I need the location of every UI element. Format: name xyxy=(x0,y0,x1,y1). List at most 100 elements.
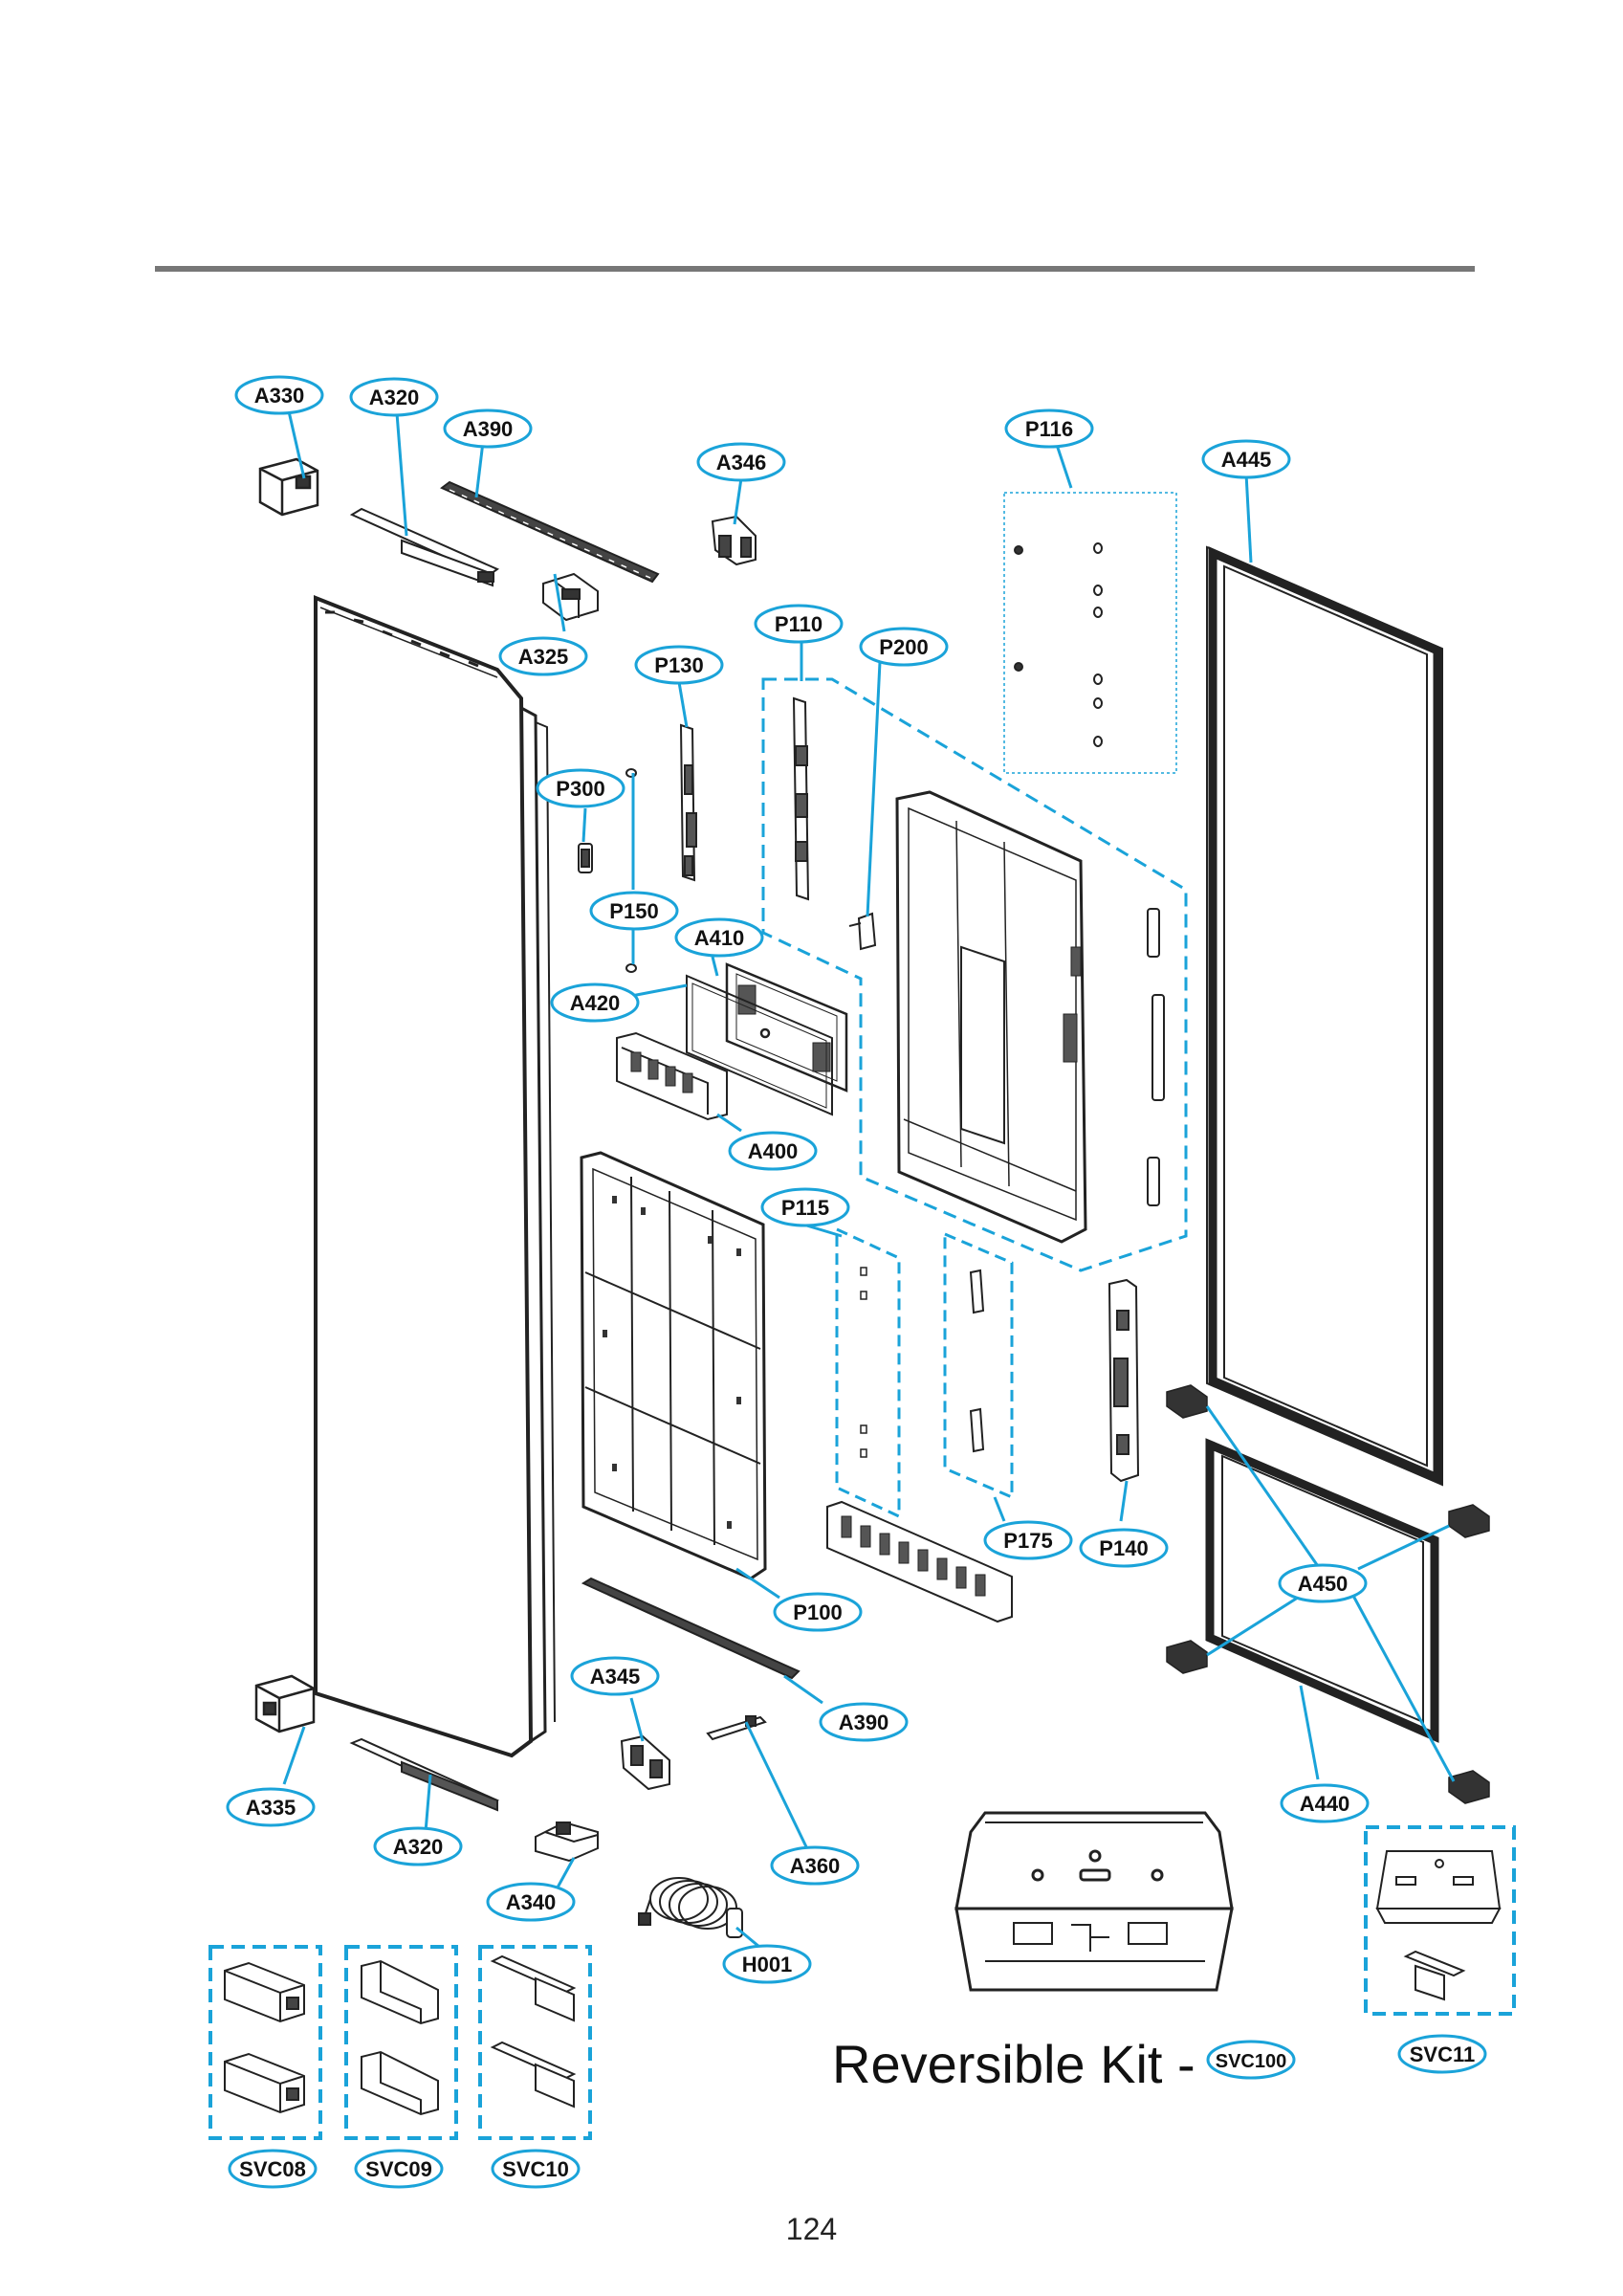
p150-part xyxy=(625,768,637,973)
callout-p150[interactable]: P150 xyxy=(589,891,679,931)
svg-text:H001: H001 xyxy=(742,1953,793,1976)
svc08-box xyxy=(208,1945,322,2140)
callout-p116[interactable]: P116 xyxy=(1004,408,1094,449)
callout-a320-bottom[interactable]: A320 xyxy=(373,1826,463,1866)
p300-part xyxy=(578,843,593,873)
leader-lines xyxy=(282,410,1456,1954)
svg-text:A340: A340 xyxy=(506,1890,557,1914)
callout-labels: A330 A320 A390 A346 P116 A445 P110 P200 xyxy=(226,375,1487,2189)
callout-a325[interactable]: A325 xyxy=(498,636,588,676)
a345-part xyxy=(620,1734,670,1791)
svg-text:A400: A400 xyxy=(748,1139,799,1163)
svg-text:SVC10: SVC10 xyxy=(502,2157,569,2181)
svg-text:SVC11: SVC11 xyxy=(1410,2042,1476,2066)
callout-svc100[interactable]: SVC100 xyxy=(1206,2040,1296,2080)
p116-screw-set xyxy=(1003,492,1177,774)
p140-part xyxy=(1108,1278,1140,1483)
a340-part xyxy=(535,1821,599,1863)
a400-part xyxy=(616,1031,728,1121)
svg-text:P115: P115 xyxy=(781,1196,829,1220)
callout-p130[interactable]: P130 xyxy=(634,645,724,685)
callout-p140[interactable]: P140 xyxy=(1079,1528,1169,1568)
callout-p110[interactable]: P110 xyxy=(754,604,844,644)
p130-part xyxy=(679,723,697,882)
svg-text:P175: P175 xyxy=(1003,1529,1052,1553)
callout-a445[interactable]: A445 xyxy=(1201,439,1291,479)
callout-a420[interactable]: A420 xyxy=(550,982,640,1023)
svg-text:SVC09: SVC09 xyxy=(365,2157,432,2181)
p110-side-brackets xyxy=(1147,908,1165,1206)
svg-text:A445: A445 xyxy=(1221,448,1272,472)
svg-text:P130: P130 xyxy=(654,653,703,677)
a335-part xyxy=(254,1674,316,1733)
callout-a345[interactable]: A345 xyxy=(570,1656,660,1696)
callout-a450[interactable]: A450 xyxy=(1278,1563,1368,1603)
p175-group xyxy=(943,1231,1014,1500)
a410-part xyxy=(725,962,848,1093)
callout-svc08[interactable]: SVC08 xyxy=(228,2149,318,2189)
svg-text:A320: A320 xyxy=(369,386,420,409)
svg-text:A390: A390 xyxy=(839,1711,889,1734)
door-panel xyxy=(314,595,556,1758)
svg-text:A390: A390 xyxy=(463,417,514,441)
svg-text:SVC08: SVC08 xyxy=(239,2157,306,2181)
svc11-box xyxy=(1364,1825,1516,2016)
svg-text:P300: P300 xyxy=(556,777,604,801)
callout-a320-top[interactable]: A320 xyxy=(349,377,439,417)
svg-text:A325: A325 xyxy=(518,645,569,669)
callout-a346[interactable]: A346 xyxy=(696,442,786,482)
callout-a440[interactable]: A440 xyxy=(1280,1783,1370,1823)
a360-part xyxy=(706,1715,767,1741)
svg-text:A345: A345 xyxy=(590,1665,641,1689)
svg-text:A410: A410 xyxy=(694,926,745,950)
svg-text:P110: P110 xyxy=(775,612,822,636)
p110-group xyxy=(761,677,1188,1272)
h001-part xyxy=(638,1877,743,1938)
a346-part xyxy=(711,515,757,566)
svg-text:P100: P100 xyxy=(793,1601,842,1624)
door-liner xyxy=(895,790,1087,1244)
page-number: 124 xyxy=(785,2212,838,2246)
a390-top-part xyxy=(440,480,660,584)
callout-a390-top[interactable]: A390 xyxy=(443,408,533,449)
svg-text:SVC100: SVC100 xyxy=(1216,2051,1287,2072)
callout-a330[interactable]: A330 xyxy=(234,375,324,415)
callout-svc10[interactable]: SVC10 xyxy=(491,2149,581,2189)
svg-text:A330: A330 xyxy=(254,384,305,408)
svg-text:A440: A440 xyxy=(1300,1792,1350,1816)
callout-a340[interactable]: A340 xyxy=(486,1882,576,1922)
callout-a400[interactable]: A400 xyxy=(728,1131,818,1171)
callout-svc09[interactable]: SVC09 xyxy=(354,2149,444,2189)
svg-text:A320: A320 xyxy=(393,1835,444,1859)
callout-h001[interactable]: H001 xyxy=(722,1944,812,1984)
callout-svc11[interactable]: SVC11 xyxy=(1397,2034,1487,2074)
callout-p115[interactable]: P115 xyxy=(760,1187,850,1227)
reversible-kit-title: Reversible Kit - xyxy=(832,2034,1195,2094)
svg-text:P150: P150 xyxy=(609,899,658,923)
a325-part xyxy=(542,572,599,622)
svc09-box xyxy=(344,1945,458,2140)
svc100-kit xyxy=(954,1811,1234,1992)
callout-p200[interactable]: P200 xyxy=(859,627,949,667)
p200-part xyxy=(848,912,877,951)
svg-text:A360: A360 xyxy=(790,1854,841,1878)
svc10-box xyxy=(478,1945,592,2140)
svg-text:P140: P140 xyxy=(1099,1536,1148,1560)
callout-a335[interactable]: A335 xyxy=(226,1787,316,1827)
callout-a360[interactable]: A360 xyxy=(770,1845,860,1886)
callout-p175[interactable]: P175 xyxy=(983,1520,1073,1560)
a320-bottom-part xyxy=(349,1737,499,1812)
svg-text:A335: A335 xyxy=(246,1796,296,1820)
cross-rail-part xyxy=(826,1500,1013,1623)
a450-blocks xyxy=(1166,1384,1490,1804)
p115-group xyxy=(835,1226,901,1519)
callout-a410[interactable]: A410 xyxy=(674,917,764,958)
svg-text:P116: P116 xyxy=(1025,417,1073,441)
callout-a390-bottom[interactable]: A390 xyxy=(819,1702,909,1742)
svg-text:A346: A346 xyxy=(716,451,767,475)
callout-p100[interactable]: P100 xyxy=(773,1592,863,1632)
svg-text:A450: A450 xyxy=(1298,1572,1349,1596)
callout-p300[interactable]: P300 xyxy=(536,768,625,808)
a390-bottom-part xyxy=(581,1577,801,1680)
